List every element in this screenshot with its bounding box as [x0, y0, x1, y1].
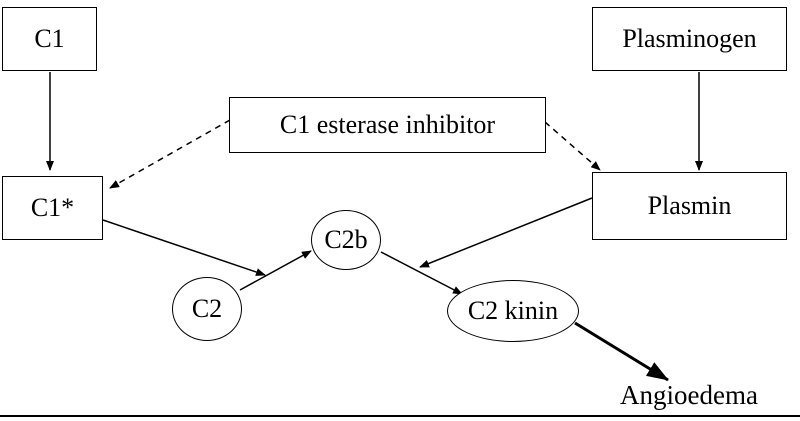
- arrow-plasmin-to-c2b-step: [419, 197, 593, 268]
- plasminogen-box: Plasminogen: [592, 7, 787, 71]
- angioedema-label: Angioedema: [620, 380, 758, 410]
- c2b-label: C2b: [324, 225, 368, 254]
- c1-esterase-inhibitor-box: C1 esterase inhibitor: [229, 97, 546, 153]
- c1-star-box: C1*: [2, 176, 103, 240]
- plasminogen-label: Plasminogen: [622, 24, 757, 53]
- arrow-c2-to-c2b: [239, 250, 312, 291]
- inhibition-arrow-to-c1-star: [109, 119, 231, 189]
- arrow-c1-star-to-c2b-step: [102, 219, 266, 276]
- c1-esterase-inhibitor-label: C1 esterase inhibitor: [279, 110, 496, 139]
- arrow-c2-kinin-to-angioedema: [574, 321, 669, 382]
- plasmin-label: Plasmin: [647, 191, 732, 220]
- c1-star-label: C1*: [30, 193, 75, 222]
- plasmin-box: Plasmin: [592, 172, 787, 240]
- c2-kinin-label: C2 kinin: [467, 296, 559, 325]
- c1-label: C1: [34, 24, 65, 53]
- arrow-c2b-to-c2-kinin: [380, 251, 463, 295]
- c2b-ellipse: C2b: [311, 210, 381, 270]
- bottom-rule: [0, 415, 800, 417]
- c2-label: C2: [191, 294, 223, 323]
- c1-box: C1: [2, 7, 97, 71]
- inhibition-arrow-to-plasmin: [544, 121, 601, 171]
- c2-kinin-ellipse: C2 kinin: [447, 280, 579, 342]
- c2-ellipse: C2: [172, 277, 242, 341]
